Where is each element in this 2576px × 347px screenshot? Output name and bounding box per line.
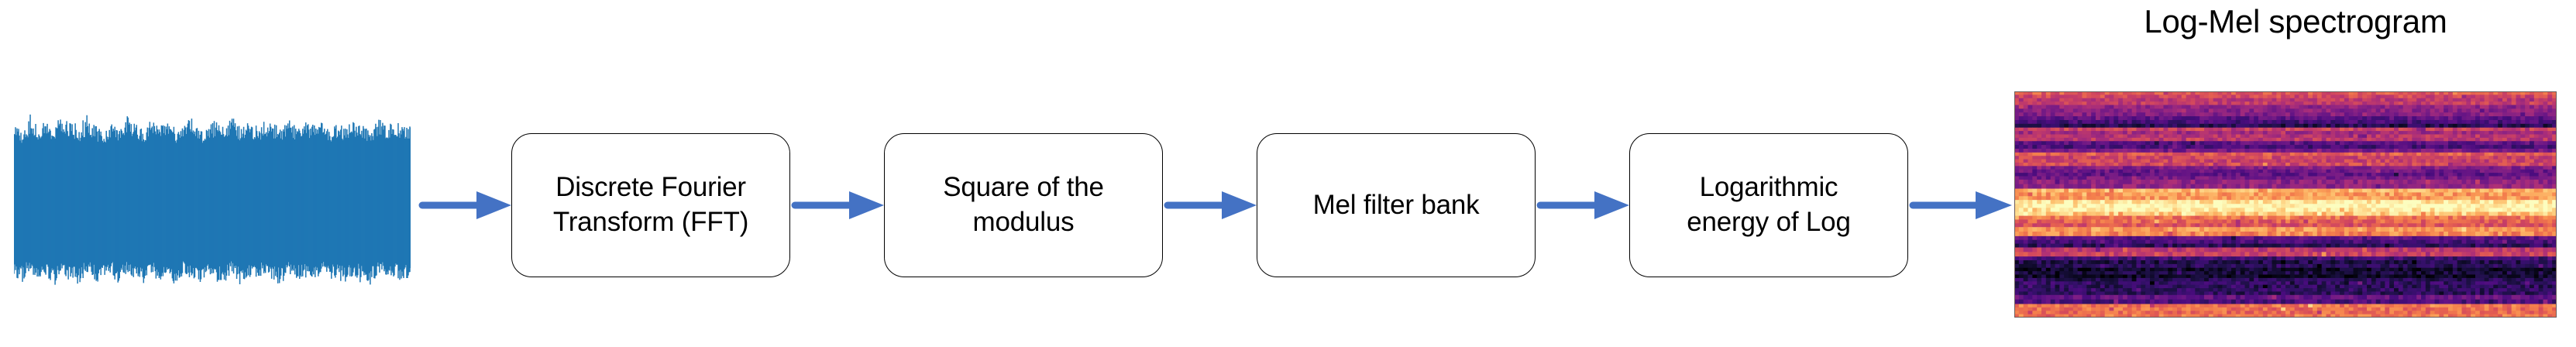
step-box-fft-label: Discrete Fourier Transform (FFT) bbox=[552, 172, 749, 237]
step-box-mel-filter-bank[interactable]: Mel filter bank bbox=[1257, 133, 1536, 277]
log-mel-spectrogram bbox=[2014, 91, 2557, 318]
step-box-square-modulus[interactable]: Square of the modulus bbox=[884, 133, 1163, 277]
step-box-log-energy[interactable]: Logarithmic energy of Log bbox=[1629, 133, 1908, 277]
step-box-mel-filter-bank-label: Mel filter bank bbox=[1312, 189, 1480, 220]
step-box-fft[interactable]: Discrete Fourier Transform (FFT) bbox=[511, 133, 790, 277]
log-mel-spectrogram-svg bbox=[2014, 91, 2557, 318]
arrow-mel-filter-bank-to-log-energy bbox=[1536, 190, 1629, 221]
arrow-log-energy-to-spectrogram bbox=[1909, 190, 2012, 221]
page-title: Log-Mel spectrogram bbox=[2144, 3, 2447, 40]
audio-waveform bbox=[14, 108, 411, 294]
arrow-fft-to-square-modulus bbox=[791, 190, 884, 221]
audio-waveform-svg bbox=[14, 114, 411, 285]
arrow-waveform-to-fft bbox=[418, 190, 511, 221]
step-box-square-modulus-label: Square of the modulus bbox=[943, 172, 1104, 237]
arrow-square-modulus-to-mel-filter-bank bbox=[1164, 190, 1257, 221]
step-box-log-energy-label: Logarithmic energy of Log bbox=[1687, 172, 1851, 237]
